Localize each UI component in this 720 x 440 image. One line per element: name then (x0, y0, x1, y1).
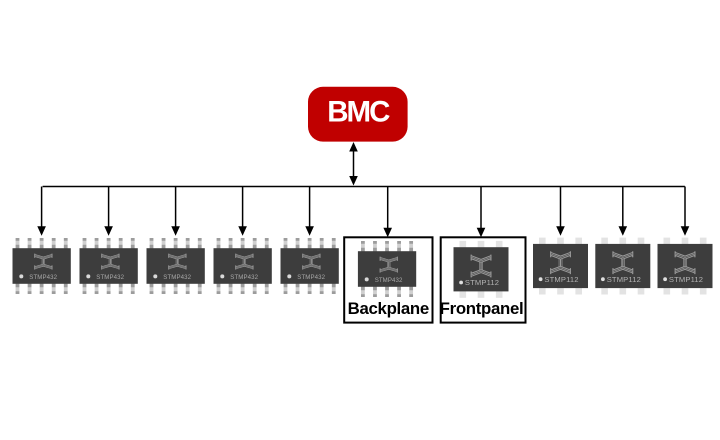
svg-text:BMC: BMC (327, 95, 390, 128)
svg-text:Backplane: Backplane (348, 299, 429, 318)
svg-text:Frontpanel: Frontpanel (440, 299, 524, 318)
